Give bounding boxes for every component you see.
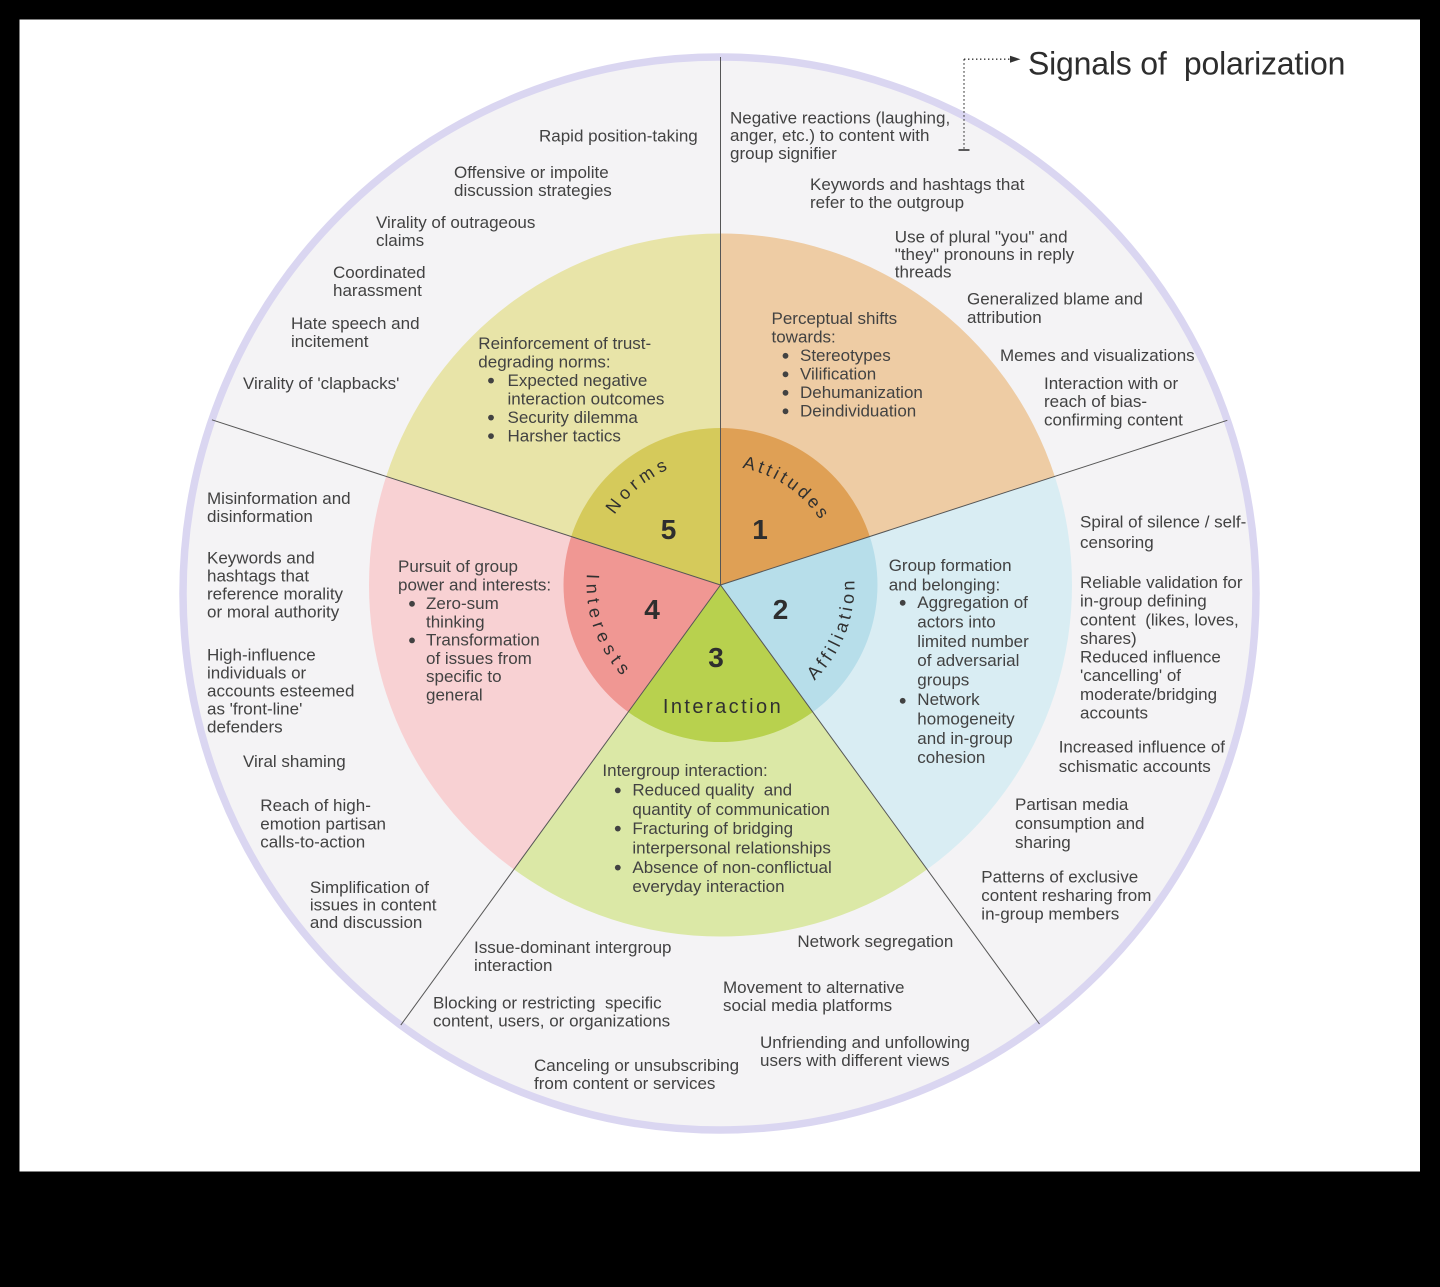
svg-text:Negative reactions (laughing,: Negative reactions (laughing, anger, etc… [730,108,955,163]
svg-text:Interaction with or reach of b: Interaction with or reach of bias- confi… [1044,374,1183,429]
svg-text:Simplification of issues in co: Simplification of issues in content and … [310,878,441,932]
svg-text:Rapid position-taking: Rapid position-taking [539,127,698,146]
svg-text:Generalized blame and attribut: Generalized blame and attribution [967,289,1148,327]
svg-text:Virality of 'clapbacks': Virality of 'clapbacks' [243,374,399,393]
svg-text:Reduced quality and quantity: Reduced quality and quantity of communic… [632,781,836,897]
svg-text:Zero-sum thinking Transformati: Zero-sum thinking Transformation of issu… [426,594,544,705]
svg-text:Use of plural "you" and "they": Use of plural "you" and "they" pronouns … [895,227,1079,281]
svg-text:Pursuit of group power and int: Pursuit of group power and interests: [398,557,551,594]
svg-text:Issue-dominant intergroup inte: Issue-dominant intergroup interaction [474,938,676,975]
svg-text:Partisan media consumption and: Partisan media consumption and sharing [1015,795,1149,852]
svg-text:Coordinated harassment: Coordinated harassment [333,263,430,300]
svg-text:Reinforcement of trust- degrad: Reinforcement of trust- degrading norms: [478,334,656,372]
svg-text:High-influence individuals or: High-influence individuals or accounts e… [207,646,359,737]
svg-text:Signals of polarization: Signals of polarization [1028,46,1345,82]
svg-text:Viral shaming: Viral shaming [243,752,346,771]
svg-text:Expected negative interaction: Expected negative interaction outcomes S… [508,371,670,446]
svg-text:Stereotypes Vilification Dehum: Stereotypes Vilification Dehumanization … [800,346,928,421]
svg-text:1: 1 [752,514,768,545]
svg-text:4: 4 [644,594,660,625]
svg-text:Offensive or impolite discussi: Offensive or impolite discussion strateg… [454,163,613,200]
svg-text:Misinformation and disinformat: Misinformation and disinformation [207,489,355,526]
svg-text:Keywords and hashtags that ref: Keywords and hashtags that reference mor… [207,549,348,622]
svg-text:Unfriending and unfollowing us: Unfriending and unfollowing users with d… [760,1033,975,1070]
svg-text:Memes and visualizations: Memes and visualizations [1000,346,1195,365]
svg-text:Reliable validation for in-gro: Reliable validation for in-group definin… [1080,573,1247,723]
svg-text:Spiral of silence / self- cens: Spiral of silence / self- censoring [1080,513,1251,553]
svg-text:3: 3 [708,642,724,673]
svg-text:Perceptual shifts towards:: Perceptual shifts towards: [772,309,902,347]
svg-text:Interaction: Interaction [663,696,783,718]
svg-text:Blocking or restricting speci: Blocking or restricting specific content… [433,994,670,1031]
svg-text:Aggregation of actors into lim: Aggregation of actors into limited numbe… [917,593,1033,767]
svg-text:Keywords and hashtags that ref: Keywords and hashtags that refer to the … [810,175,1029,212]
svg-text:5: 5 [661,514,677,545]
svg-text:Network segregation: Network segregation [797,932,953,951]
svg-text:Hate speech and incitement: Hate speech and incitement [291,314,424,351]
svg-text:Group formation and belonging:: Group formation and belonging: [889,556,1017,594]
svg-text:Virality of outrageous claims: Virality of outrageous claims [376,213,540,250]
svg-text:Movement to alternative social: Movement to alternative social media pla… [723,978,909,1015]
svg-text:Patterns of exclusive content: Patterns of exclusive content resharing … [981,867,1156,923]
svg-text:Increased influence of schisma: Increased influence of schismatic accoun… [1059,737,1230,776]
svg-text:2: 2 [773,594,789,625]
svg-text:Canceling or unsubscribing fro: Canceling or unsubscribing from content … [534,1056,744,1093]
svg-text:Intergroup interaction:: Intergroup interaction: [602,761,767,780]
svg-text:Reach of high- emotion partisa: Reach of high- emotion partisan calls-to… [260,796,390,852]
